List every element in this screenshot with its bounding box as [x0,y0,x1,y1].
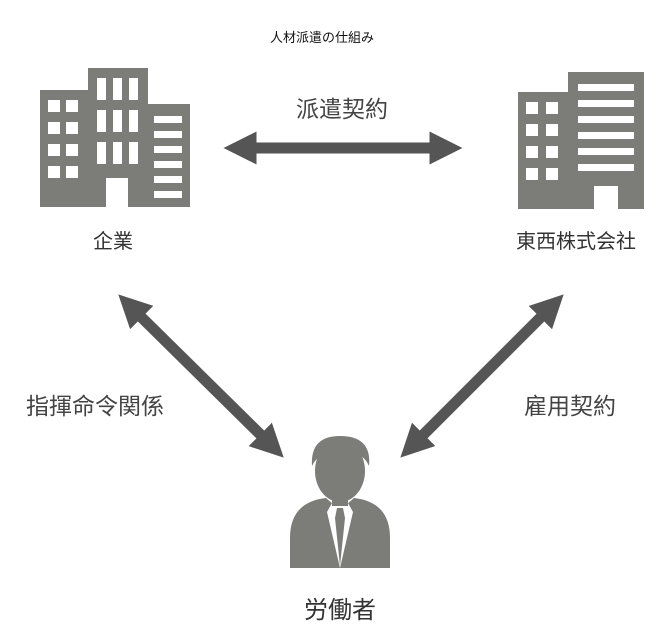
diagram-title: 人材派遣の仕組み [269,31,375,46]
command-relation-label: 指揮命令関係 [26,394,164,420]
agency-label: 東西株式会社 [516,229,636,253]
worker-person-icon [290,436,390,568]
employment-contract-label: 雇用契約 [524,394,616,420]
agency-building-icon [518,72,644,209]
command-relation-arrow [118,294,284,458]
employment-contract-arrow [400,294,564,458]
worker-label: 労働者 [304,596,376,624]
company-label: 企業 [93,229,133,253]
dispatch-contract-label: 派遣契約 [296,97,388,123]
company-building-icon [40,68,190,207]
